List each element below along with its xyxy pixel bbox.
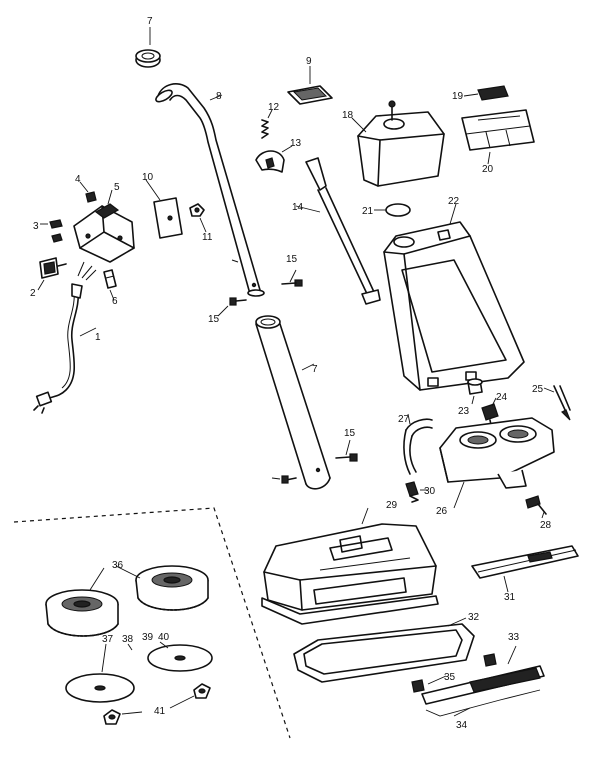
part-36-brush-left <box>45 589 119 637</box>
callout-40: 40 <box>158 632 170 643</box>
callout-39: 39 <box>142 632 154 643</box>
part-22-tank <box>383 203 525 391</box>
callout-2: 2 <box>30 288 36 299</box>
callout-37: 37 <box>102 634 114 645</box>
part-36-brush-right <box>89 565 209 611</box>
part-21-cap <box>374 203 411 217</box>
part-41-clips <box>103 683 211 725</box>
part-17-lower-handle <box>255 315 331 490</box>
part-5-bracket <box>73 189 135 263</box>
part-26-pump-housing <box>439 417 555 509</box>
callout-5: 5 <box>114 182 120 193</box>
part-30-clip <box>405 481 428 503</box>
callout-13: 13 <box>290 138 302 149</box>
callout-4: 4 <box>75 174 81 185</box>
part-32-tray <box>293 617 475 683</box>
part-35-caps <box>411 653 497 693</box>
callout-30: 30 <box>424 486 436 497</box>
callout-24: 24 <box>496 392 508 403</box>
part-6-strain-relief <box>103 269 117 301</box>
part-27-hose <box>403 413 433 475</box>
part-19-tag <box>463 85 509 101</box>
callout-32: 32 <box>468 612 480 623</box>
callout-10: 10 <box>142 172 154 183</box>
callout-31: 31 <box>504 592 516 603</box>
part-7-grommet <box>135 27 161 68</box>
part-15-screw-a <box>217 297 247 317</box>
callout-11: 11 <box>202 232 213 243</box>
callout-28: 28 <box>540 520 552 531</box>
part-14-rod <box>295 157 381 305</box>
callout-15-b: 15 <box>208 314 220 325</box>
callout-38: 38 <box>122 634 134 645</box>
callout-21: 21 <box>362 206 374 217</box>
callout-8: 8 <box>216 91 222 102</box>
part-29-base-cover <box>261 507 439 625</box>
callout-33: 33 <box>508 632 520 643</box>
callout-7-lower: 7 <box>312 364 318 375</box>
part-25-pin <box>543 385 571 421</box>
callout-15-c: 15 <box>344 428 356 439</box>
part-16-screw <box>271 475 297 484</box>
callout-1: 1 <box>95 332 101 343</box>
part-13-latch <box>255 145 293 173</box>
part-9-label-plate <box>287 66 333 105</box>
callout-41: 41 <box>154 706 166 717</box>
callout-15-a: 15 <box>286 254 298 265</box>
callout-19: 19 <box>452 91 464 102</box>
part-15-screw-b <box>281 269 303 287</box>
callout-22: 22 <box>448 196 460 207</box>
part-38-40-pad-right <box>127 641 213 672</box>
part-18-tank-lid <box>351 100 445 187</box>
part-2-switch <box>37 257 67 291</box>
part-23-fitting <box>467 378 483 405</box>
callout-26: 26 <box>436 506 448 517</box>
part-10-plate <box>145 179 183 239</box>
callout-20: 20 <box>482 164 494 175</box>
callout-34: 34 <box>456 720 468 731</box>
part-33-brush-strip <box>421 645 545 705</box>
callout-36: 36 <box>112 560 124 571</box>
callout-23: 23 <box>458 406 470 417</box>
callout-7-top: 7 <box>147 16 153 27</box>
part-28-screw <box>525 495 547 519</box>
part-31-strip <box>471 545 579 593</box>
callout-9: 9 <box>306 56 312 67</box>
callout-6: 6 <box>112 296 118 307</box>
part-34-leader <box>425 689 541 717</box>
callout-12: 12 <box>268 102 280 113</box>
part-15-screw-c <box>335 439 358 462</box>
callout-29: 29 <box>386 500 398 511</box>
part-12-spring <box>261 109 273 139</box>
brush-group-border <box>13 507 291 739</box>
callout-3: 3 <box>33 221 39 232</box>
callout-35: 35 <box>444 672 456 683</box>
callout-25: 25 <box>532 384 544 395</box>
part-20-panel <box>461 109 535 165</box>
callout-labels: 1 2 3 4 5 6 7 7 8 9 10 11 12 13 14 15 15… <box>30 16 552 731</box>
part-8-upper-handle <box>155 83 265 297</box>
part-3-screws <box>40 219 63 243</box>
callout-27: 27 <box>398 414 410 425</box>
part-4-screw <box>79 181 97 203</box>
callout-18: 18 <box>342 110 354 121</box>
part-37-pad-left <box>65 643 135 703</box>
callout-14: 14 <box>292 202 304 213</box>
part-11-nut <box>189 203 207 233</box>
part-1-power-cord <box>33 261 97 414</box>
